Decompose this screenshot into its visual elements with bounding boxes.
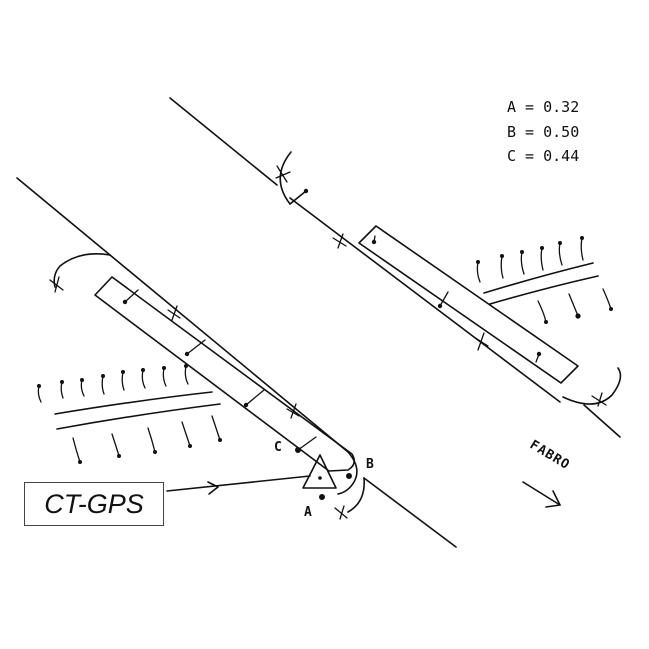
lower-bench: [94, 276, 356, 472]
sensor-triangle: [302, 454, 352, 500]
lower-drainage-channel: [37, 364, 222, 464]
point-label-a: A: [304, 505, 312, 520]
legend-label: CT-GPS: [44, 488, 144, 519]
direction-arrow: [522, 481, 561, 508]
reading-a: A = 0.32: [507, 98, 579, 116]
door-arc-upper: [275, 151, 309, 205]
wall-tick-mark: [332, 233, 347, 249]
upper-drainage-channel: [476, 236, 613, 324]
door-arc-lower-bottom: [334, 477, 365, 520]
point-label-b: B: [366, 457, 374, 472]
door-arc-lower-left: [49, 253, 111, 293]
legend-leader-arrow: [166, 475, 311, 495]
reading-b: B = 0.50: [507, 123, 579, 141]
point-label-c: C: [274, 440, 282, 455]
lower-wall-line: [16, 177, 457, 548]
upper-bench: [358, 225, 579, 384]
upper-wall-line: [169, 97, 621, 438]
direction-label: FABRO: [527, 438, 573, 474]
door-arc-right: [562, 367, 622, 407]
reading-c: C = 0.44: [507, 147, 579, 165]
legend-box: CT-GPS: [24, 482, 164, 526]
